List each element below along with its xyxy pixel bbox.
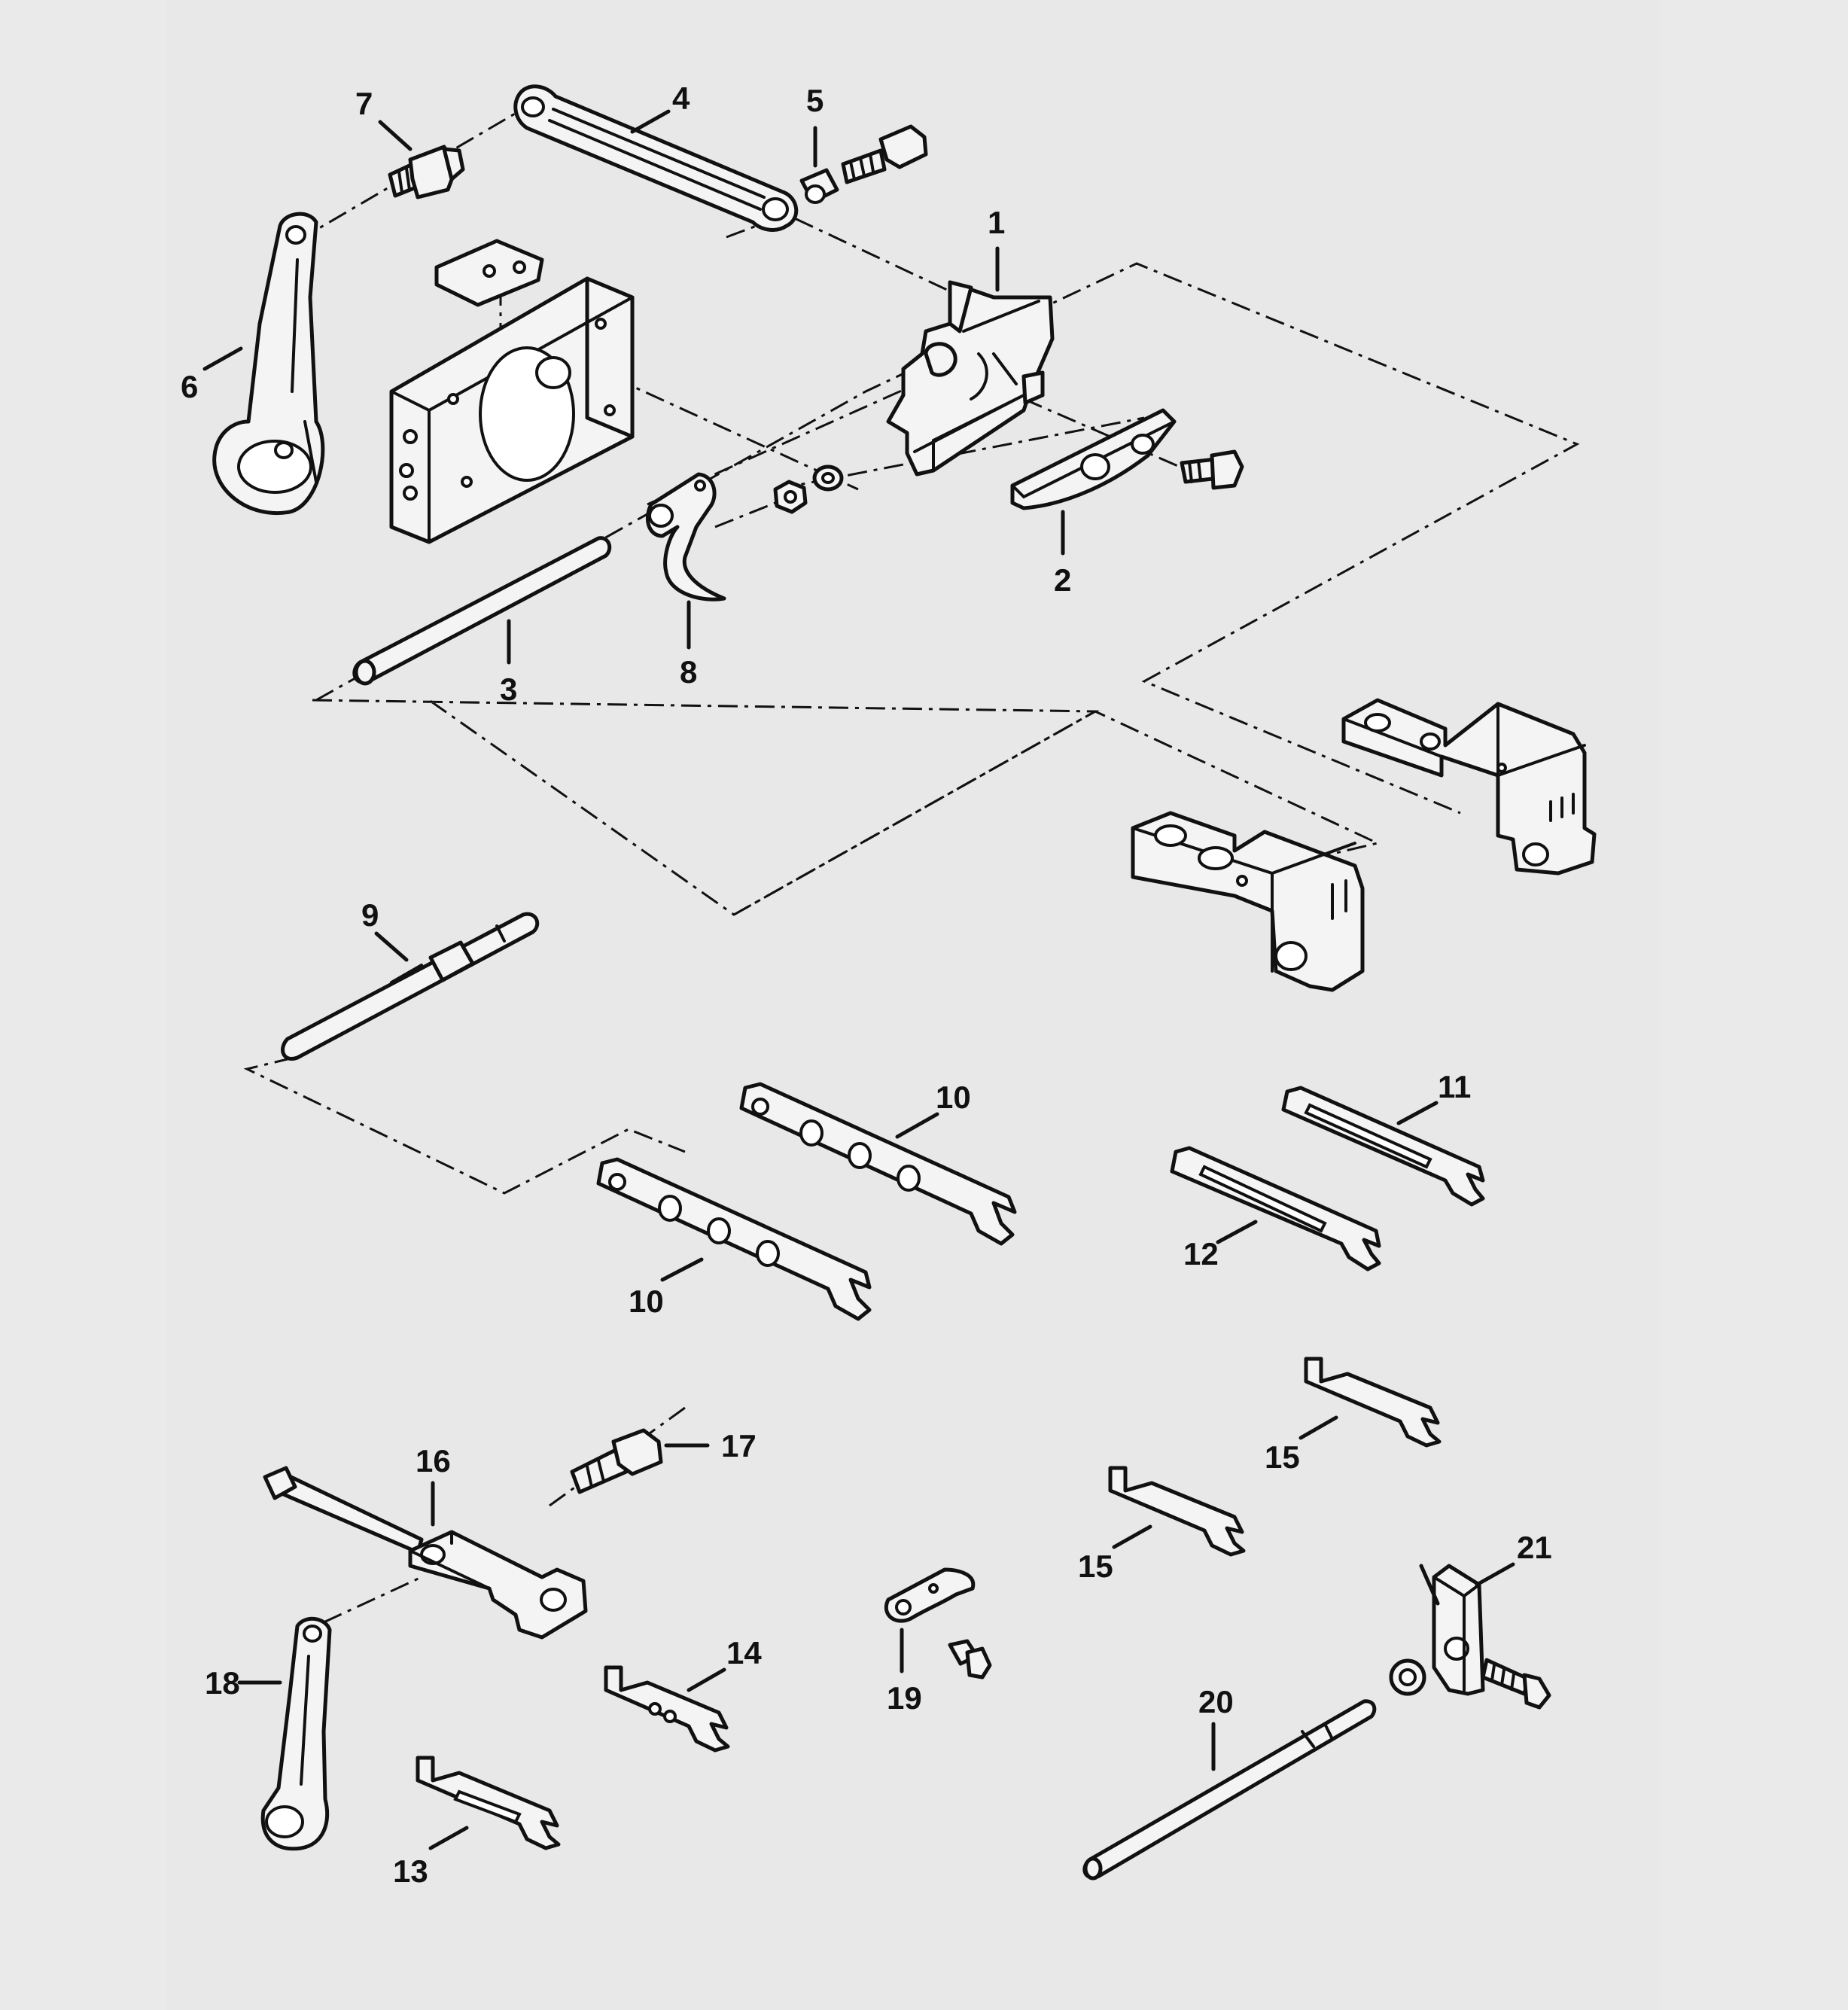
part-7-stud (388, 145, 465, 199)
part-5-spacer (799, 168, 839, 204)
part-21-screw (1481, 1658, 1551, 1710)
part-8-hook (646, 472, 726, 601)
part-18-lever (260, 1617, 332, 1851)
part-4-link (513, 84, 799, 232)
callout-15-lower: 15 (1078, 1549, 1113, 1584)
leader-lines (202, 109, 1515, 1850)
callout-11: 11 (1438, 1069, 1471, 1104)
part-6-lever (212, 212, 325, 515)
callout-12: 12 (1183, 1236, 1219, 1271)
washer (812, 464, 844, 492)
callout-17: 17 (721, 1428, 757, 1463)
part-15-fork-upper (1304, 1357, 1442, 1448)
part-3-pin (352, 536, 612, 686)
callout-10-lower: 10 (629, 1284, 664, 1319)
callout-20: 20 (1198, 1684, 1234, 1719)
callout-7: 7 (355, 86, 373, 121)
callout-13: 13 (393, 1853, 428, 1889)
part-12-slotted-link (1170, 1146, 1381, 1271)
callout-5: 5 (806, 83, 824, 118)
callout-15-upper: 15 (1265, 1439, 1300, 1475)
part-16-clamp (408, 1530, 588, 1640)
part-10-bar-upper (739, 1082, 1017, 1246)
callout-14: 14 (726, 1635, 762, 1670)
part-1-housing (886, 280, 1055, 477)
part-5-screw (841, 124, 928, 184)
callout-19: 19 (887, 1680, 922, 1716)
callout-9: 9 (361, 897, 379, 933)
frame-plate-cover (434, 239, 544, 307)
callout-18: 18 (205, 1665, 240, 1701)
part-2-screw (1180, 449, 1244, 490)
part-16-rod (263, 1466, 424, 1555)
part-19-screw (948, 1639, 992, 1680)
part-13-fork (416, 1756, 561, 1850)
callout-6: 6 (181, 369, 198, 404)
part-15-fork-lower (1108, 1466, 1246, 1557)
part-20-collar (1389, 1658, 1426, 1696)
callout-3: 3 (500, 672, 517, 707)
part-21-block (1432, 1564, 1485, 1696)
part-2-clamp-bar (1010, 408, 1177, 510)
callout-labels: 1 2 3 4 5 6 7 8 9 10 10 11 12 13 14 15 1… (181, 81, 1552, 1889)
part-19-latch (884, 1567, 976, 1623)
part-20-shaft (1082, 1699, 1377, 1881)
callout-2: 2 (1054, 562, 1071, 598)
callout-1: 1 (988, 205, 1005, 240)
part-14-fork (604, 1665, 730, 1753)
callout-4: 4 (672, 81, 690, 116)
callout-21: 21 (1517, 1530, 1552, 1565)
frame-plate (389, 276, 635, 544)
part-11-slotted-link (1281, 1086, 1485, 1207)
slide-block-lower (1131, 811, 1365, 992)
part-9-shaft (281, 912, 540, 1061)
callout-10-upper: 10 (936, 1080, 971, 1115)
nut (773, 480, 808, 514)
part-17-screw (570, 1428, 663, 1494)
slide-block-upper (1341, 698, 1597, 876)
callout-16: 16 (416, 1443, 451, 1479)
callout-8: 8 (680, 654, 697, 690)
part-10-bar-lower (596, 1157, 872, 1321)
